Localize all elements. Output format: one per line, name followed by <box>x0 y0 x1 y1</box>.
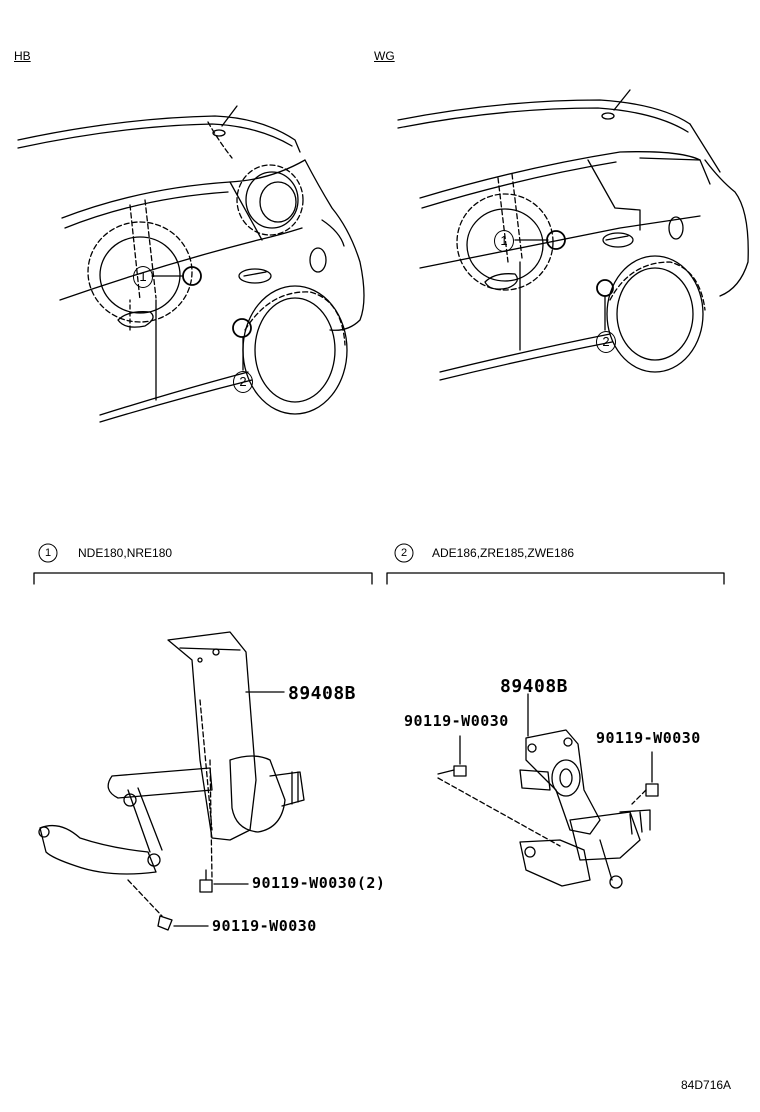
part-label-left-bolt-pair: 90119-W0030(2) <box>252 874 386 892</box>
part-label-left-bolt: 90119-W0030 <box>212 917 317 935</box>
section-2-models: ADE186,ZRE185,ZWE186 <box>432 546 575 560</box>
section-1-models: NDE180,NRE180 <box>78 546 173 560</box>
left-height-sensor-assembly <box>38 631 305 931</box>
section-2-number: 2 <box>400 547 408 559</box>
wg-location-marker-1 <box>546 230 566 250</box>
part-label-right-sensor: 89408B <box>500 676 569 697</box>
variant-label-hb: HB <box>14 49 31 63</box>
hb-location-marker-2 <box>232 318 252 338</box>
variant-label-wg: WG <box>374 49 395 63</box>
part-label-right-bolt-b: 90119-W0030 <box>596 729 701 747</box>
wg-callout-1-number: 1 <box>494 230 514 252</box>
right-height-sensor-assembly <box>437 693 659 889</box>
wg-car-illustration <box>397 89 749 381</box>
callout-1-bracket <box>33 572 373 585</box>
part-label-left-sensor: 89408B <box>288 683 357 704</box>
wg-callout-2-number: 2 <box>596 331 616 353</box>
hb-car-illustration <box>17 105 365 423</box>
wg-location-marker-2 <box>596 279 614 297</box>
hb-callout-2-number: 2 <box>233 371 253 393</box>
section-1-number: 1 <box>44 547 52 559</box>
callout-2-bracket <box>386 572 725 585</box>
hb-location-marker-1 <box>182 266 202 286</box>
hb-callout-1-number: 1 <box>133 266 153 288</box>
diagram-code: 84D716A <box>681 1078 732 1092</box>
part-label-right-bolt-a: 90119-W0030 <box>404 712 509 730</box>
